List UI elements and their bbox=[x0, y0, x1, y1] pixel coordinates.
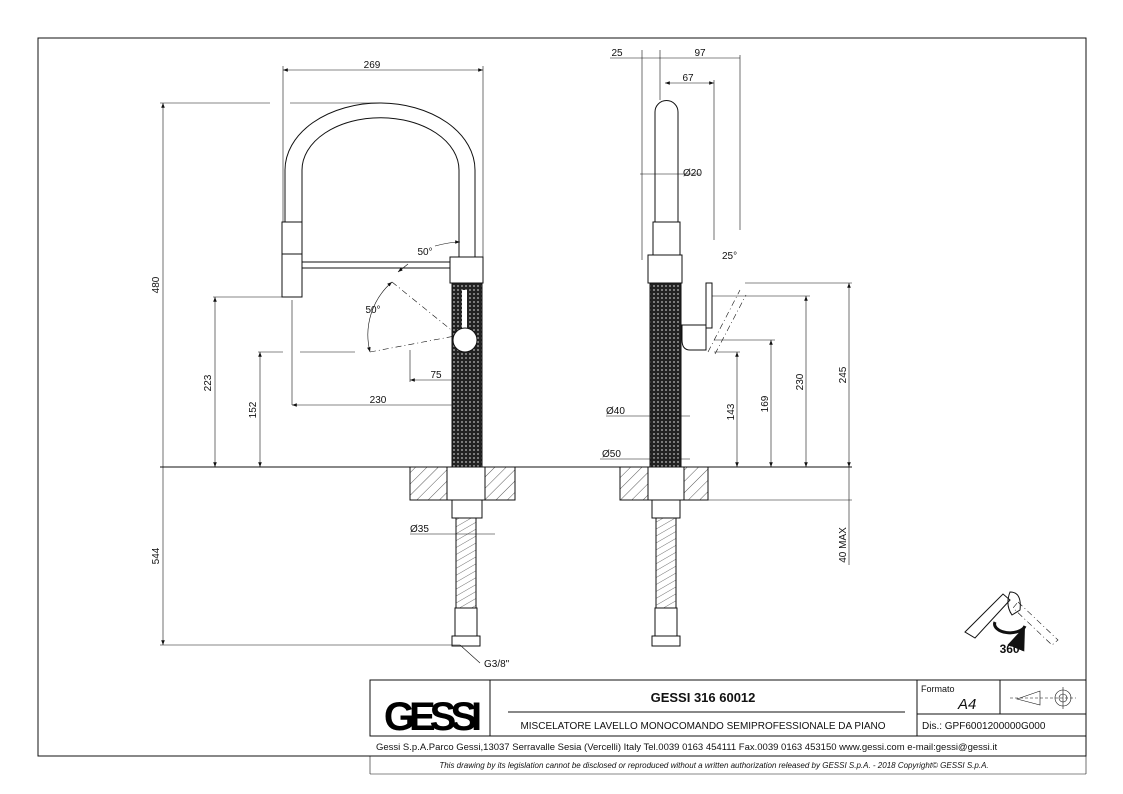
angle-50-side: 50° bbox=[365, 305, 380, 316]
title-block: GESSI GESSI 316 60012 MISCELATORE LAVELL… bbox=[369, 679, 1087, 775]
hose-bar bbox=[301, 261, 451, 269]
lever-slot bbox=[462, 290, 467, 328]
side-view: 25 97 67 Ø20 25° Ø40 Ø50 143 169 230 245… bbox=[600, 48, 852, 647]
dim-diameter-20: Ø20 bbox=[683, 168, 702, 179]
format-value: A4 bbox=[957, 696, 976, 713]
angle-50-top: 50° bbox=[417, 247, 432, 258]
dim-diameter-40: Ø40 bbox=[606, 406, 625, 417]
dim-269: 269 bbox=[364, 60, 381, 71]
dim-245: 245 bbox=[838, 366, 849, 383]
dim-223: 223 bbox=[203, 374, 214, 391]
dim-230-side: 230 bbox=[795, 373, 806, 390]
dim-75: 75 bbox=[430, 370, 442, 381]
front-view: 269 480 223 152 230 75 50° 50° Ø35 544 G… bbox=[151, 60, 516, 670]
rotation-360-icon: 360° bbox=[964, 591, 1059, 656]
hose-nut bbox=[451, 635, 481, 647]
company-address: Gessi S.p.A.Parco Gessi,13037 Serravalle… bbox=[376, 742, 998, 753]
handle-alt-position bbox=[391, 281, 456, 334]
format-label: Formato bbox=[921, 684, 955, 694]
dim-diameter-50: Ø50 bbox=[602, 449, 621, 460]
dim-143: 143 bbox=[726, 403, 737, 420]
side-lever bbox=[705, 282, 713, 329]
dim-152: 152 bbox=[248, 401, 259, 418]
dim-480: 480 bbox=[151, 276, 162, 293]
handle-knob bbox=[452, 327, 478, 353]
product-description: MISCELATORE LAVELLO MONOCOMANDO SEMIPROF… bbox=[520, 721, 885, 732]
spout-inner-arc bbox=[301, 117, 460, 257]
body-top bbox=[449, 256, 484, 284]
sheet-frame bbox=[37, 37, 1087, 757]
dim-230: 230 bbox=[370, 395, 387, 406]
dim-25: 25 bbox=[611, 48, 623, 59]
gessi-logo: GESSI bbox=[384, 695, 480, 739]
supply-hose bbox=[455, 517, 477, 609]
thread-label: G3/8" bbox=[484, 659, 510, 670]
projection-symbol-icon bbox=[1010, 687, 1076, 709]
rotation-label: 360° bbox=[1000, 642, 1025, 656]
dim-97: 97 bbox=[694, 48, 706, 59]
spray-head-top bbox=[281, 221, 303, 255]
side-handle bbox=[681, 324, 707, 351]
spray-head-bottom bbox=[281, 253, 303, 298]
side-knurled-body bbox=[649, 282, 682, 468]
product-code: GESSI 316 60012 bbox=[651, 690, 756, 705]
spout-outer-arc bbox=[284, 102, 476, 257]
copyright-disclaimer: This drawing by its legislation cannot b… bbox=[439, 761, 988, 770]
side-pipe bbox=[654, 100, 679, 222]
angle-25: 25° bbox=[722, 251, 737, 262]
dim-40-max: 40 MAX bbox=[838, 527, 849, 563]
dim-diameter-35: Ø35 bbox=[410, 524, 429, 535]
drawing-number: Dis.: GPF6001200000G000 bbox=[922, 721, 1046, 732]
dim-169: 169 bbox=[760, 395, 771, 412]
dim-67: 67 bbox=[682, 73, 694, 84]
dim-544: 544 bbox=[151, 547, 162, 564]
